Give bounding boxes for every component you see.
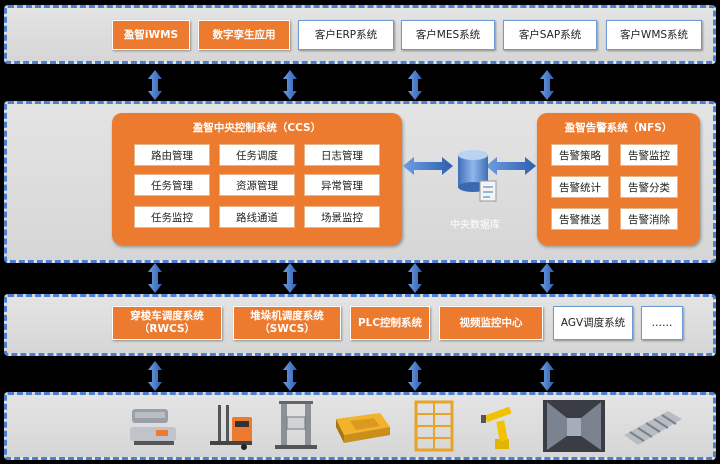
roller-conveyor-image [622, 399, 684, 453]
agv-platform-image [330, 399, 392, 453]
ccs-title: 盈智中央控制系统（CCS） [192, 122, 322, 134]
video-monitor-box[interactable]: 视频监控中心 [439, 306, 543, 340]
nfs-module[interactable]: 告警策略 [551, 144, 609, 166]
customer-wms-box[interactable]: 客户WMS系统 [606, 20, 702, 50]
storage-rack-image [407, 399, 465, 453]
swcs-box[interactable]: 堆垛机调度系统（SWCS） [233, 306, 341, 340]
ccs-module[interactable]: 资源管理 [219, 174, 295, 196]
shuttle-car-image [125, 399, 183, 453]
link-arrow-icon [148, 361, 162, 391]
nfs-panel: 盈智告警系统（NFS） 告警策略 告警监控 告警统计 告警分类 告警推送 告警消… [537, 113, 700, 245]
ccs-module[interactable]: 日志管理 [304, 144, 380, 166]
ccs-module[interactable]: 路线通道 [219, 206, 295, 228]
iwms-box[interactable]: 盈智iWMS [112, 20, 190, 50]
nfs-module[interactable]: 告警分类 [620, 176, 678, 198]
nfs-module[interactable]: 告警推送 [551, 208, 609, 230]
link-arrow-icon [283, 70, 297, 100]
link-arrow-icon [540, 361, 554, 391]
link-arrow-icon [283, 361, 297, 391]
ccs-module[interactable]: 场景监控 [304, 206, 380, 228]
link-arrow-icon [148, 70, 162, 100]
link-arrow-icon [408, 263, 422, 293]
mes-box[interactable]: 客户MES系统 [401, 20, 495, 50]
link-arrow-icon [283, 263, 297, 293]
ccs-module[interactable]: 异常管理 [304, 174, 380, 196]
sap-box[interactable]: 客户SAP系统 [503, 20, 597, 50]
link-arrow-icon [540, 70, 554, 100]
link-arrow-icon [408, 70, 422, 100]
stacker-crane-image [268, 399, 326, 453]
nfs-title: 盈智告警系统（NFS） [564, 122, 673, 134]
warehouse-aisle-image [543, 399, 605, 453]
forklift-agv-image [203, 399, 261, 453]
plc-box[interactable]: PLC控制系统 [350, 306, 430, 340]
link-arrow-icon [540, 263, 554, 293]
agv-box[interactable]: AGV调度系统 [553, 306, 633, 340]
link-arrow-icon [408, 361, 422, 391]
ccs-module[interactable]: 任务调度 [219, 144, 295, 166]
more-box[interactable]: …… [641, 306, 683, 340]
ccs-module[interactable]: 路由管理 [134, 144, 210, 166]
database-label: 中央数据库 [450, 220, 500, 231]
robot-arm-image [472, 399, 530, 453]
ccs-module[interactable]: 任务监控 [134, 206, 210, 228]
erp-box[interactable]: 客户ERP系统 [298, 20, 394, 50]
digital-twin-box[interactable]: 数字孪生应用 [198, 20, 290, 50]
nfs-module[interactable]: 告警消除 [620, 208, 678, 230]
rwcs-box[interactable]: 穿梭车调度系统（RWCS） [112, 306, 222, 340]
nfs-module[interactable]: 告警监控 [620, 144, 678, 166]
ccs-panel: 盈智中央控制系统（CCS） 路由管理 任务调度 日志管理 任务管理 资源管理 异… [112, 113, 402, 245]
database-icon [442, 147, 508, 233]
link-arrow-icon [148, 263, 162, 293]
ccs-module[interactable]: 任务管理 [134, 174, 210, 196]
nfs-module[interactable]: 告警统计 [551, 176, 609, 198]
